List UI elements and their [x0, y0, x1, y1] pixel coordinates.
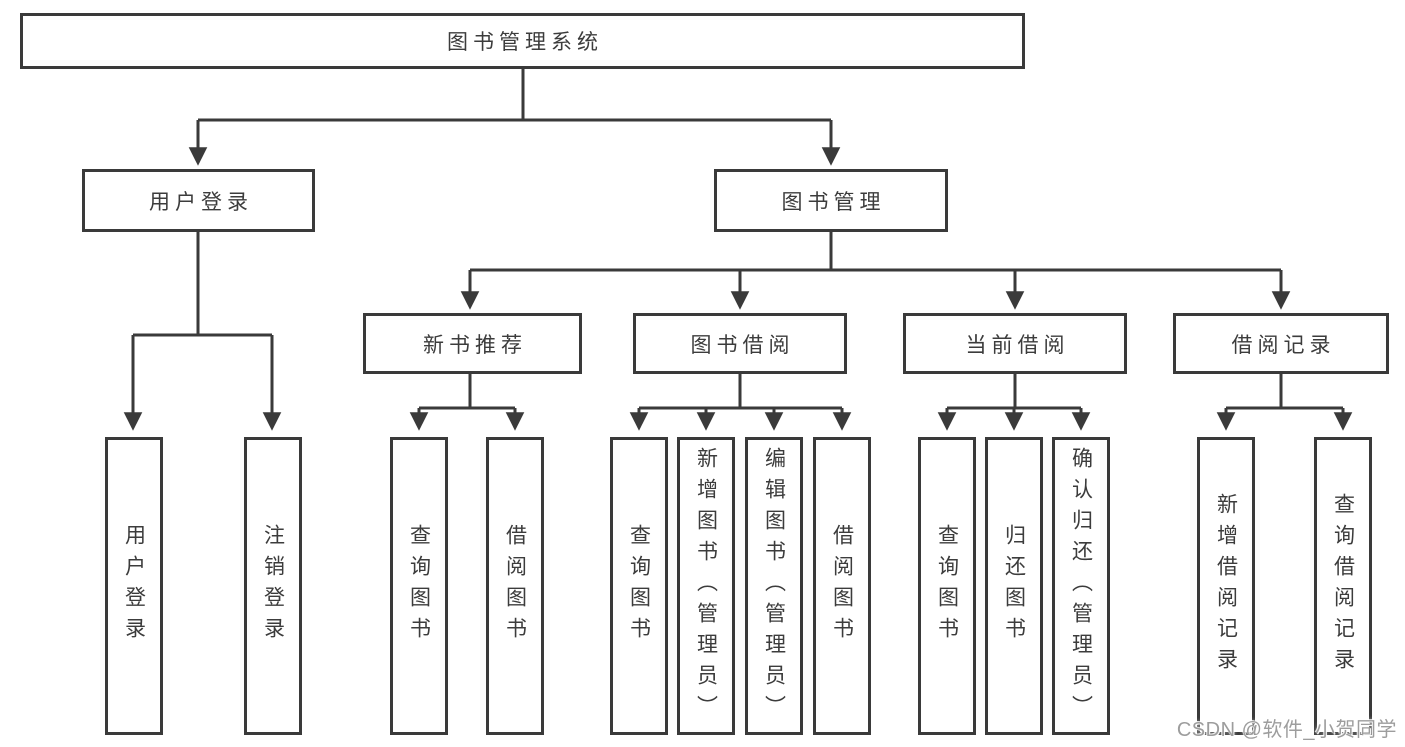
connector-user-login — [123, 232, 282, 431]
node-root-label: 图书管理系统 — [447, 31, 603, 54]
leaf-logout: 注销登录 — [244, 437, 302, 735]
node-current-borrow: 当前借阅 — [903, 313, 1127, 374]
connector-root — [188, 69, 841, 166]
node-user-login: 用户登录 — [82, 169, 315, 232]
node-root: 图书管理系统 — [20, 13, 1025, 69]
node-new-books: 新书推荐 — [363, 313, 582, 374]
leaf-records-add-record: 新增借阅记录 — [1197, 437, 1255, 735]
connector-current-borrow — [937, 374, 1091, 431]
node-user-login-label: 用户登录 — [149, 190, 253, 214]
leaf-logout-label: 注销登录 — [261, 524, 285, 648]
node-book-mgmt: 图书管理 — [714, 169, 948, 232]
leaf-borrow-borrow-books-label: 借阅图书 — [830, 524, 854, 648]
connector-book-borrow — [629, 374, 852, 431]
leaf-borrow-query-books-label: 查询图书 — [627, 524, 651, 648]
node-borrow-records-label: 借阅记录 — [1231, 333, 1336, 357]
leaf-current-confirm-return-admin: 确认归还（管理员） — [1052, 437, 1110, 735]
leaf-borrow-add-books-admin-label: 新增图书（管理员） — [694, 446, 718, 726]
leaf-current-confirm-return-admin-label: 确认归还（管理员） — [1069, 446, 1093, 726]
leaf-borrow-borrow-books: 借阅图书 — [813, 437, 871, 735]
node-new-books-label: 新书推荐 — [423, 333, 527, 357]
connector-book-mgmt — [460, 232, 1291, 310]
leaf-user-login-label: 用户登录 — [122, 524, 146, 648]
leaf-current-query-books: 查询图书 — [918, 437, 976, 735]
leaf-current-query-books-label: 查询图书 — [935, 524, 959, 648]
node-borrow-records: 借阅记录 — [1173, 313, 1389, 374]
leaf-current-return-books-label: 归还图书 — [1002, 524, 1026, 648]
leaf-newbooks-borrow-books: 借阅图书 — [486, 437, 544, 735]
leaf-newbooks-query-books: 查询图书 — [390, 437, 448, 735]
leaf-records-query-record-label: 查询借阅记录 — [1331, 493, 1355, 679]
csdn-watermark: CSDN @软件_小贺同学 — [1176, 719, 1397, 741]
node-book-borrow: 图书借阅 — [633, 313, 847, 374]
leaf-records-query-record: 查询借阅记录 — [1314, 437, 1372, 735]
connector-new-books — [409, 374, 525, 431]
leaf-current-return-books: 归还图书 — [985, 437, 1043, 735]
node-book-borrow-label: 图书借阅 — [690, 333, 795, 357]
leaf-newbooks-borrow-books-label: 借阅图书 — [503, 524, 527, 648]
node-current-borrow-label: 当前借阅 — [965, 333, 1070, 357]
leaf-borrow-add-books-admin: 新增图书（管理员） — [677, 437, 735, 735]
leaf-records-add-record-label: 新增借阅记录 — [1214, 493, 1238, 679]
leaf-borrow-query-books: 查询图书 — [610, 437, 668, 735]
node-book-mgmt-label: 图书管理 — [781, 190, 886, 214]
connector-borrow-records — [1216, 374, 1353, 431]
leaf-borrow-edit-books-admin-label: 编辑图书（管理员） — [762, 446, 786, 726]
leaf-newbooks-query-books-label: 查询图书 — [407, 524, 431, 648]
leaf-user-login: 用户登录 — [105, 437, 163, 735]
leaf-borrow-edit-books-admin: 编辑图书（管理员） — [745, 437, 803, 735]
